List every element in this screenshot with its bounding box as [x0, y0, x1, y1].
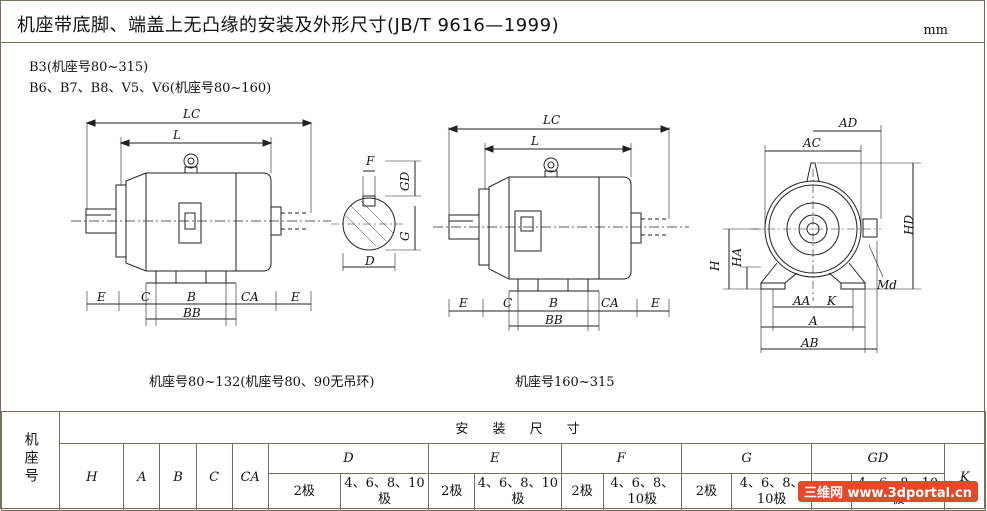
dim-g: G [398, 231, 412, 241]
dim-a: A [808, 314, 818, 328]
dim-gd: GD [398, 171, 412, 191]
right-motor-drawing [433, 125, 689, 331]
dim-e-right-a: E [458, 296, 468, 310]
note-b3: B3(机座号80~315) [29, 60, 149, 75]
right-figure-caption: 机座号160~315 [515, 375, 615, 390]
dim-hd: HD [902, 215, 916, 236]
col-g: G [680, 443, 813, 474]
dim-lc-right: LC [542, 113, 560, 127]
dim-l-left: L [172, 128, 181, 142]
site-watermark: 三维网 www.3dportal.cn [797, 481, 978, 502]
dim-e-left-b: E [290, 290, 300, 304]
dim-b-left: B [186, 290, 196, 304]
dim-b-right: B [548, 296, 558, 310]
col-e: E [428, 443, 562, 474]
e-2pole: 2极 [428, 473, 476, 511]
e-multipole: 4、6、8、10极 [474, 473, 562, 511]
page-title: 机座带底脚、端盖上无凸缘的安装及外形尺寸(JB/T 9616—1999) [17, 15, 560, 36]
right-motor-labels: LC L E C B CA E BB [458, 113, 660, 327]
dim-ab: AB [800, 336, 819, 350]
dim-k: K [826, 294, 837, 308]
col-b: B [159, 443, 197, 511]
dim-e-left-a: E [96, 290, 106, 304]
dim-f: F [365, 154, 375, 168]
end-view-labels: AD AC HD H HA Md AA K A AB [708, 116, 916, 350]
d-multipole: 4、6、8、10极 [339, 473, 430, 511]
dim-ca-left: CA [241, 290, 259, 304]
dim-md: Md [876, 278, 897, 292]
title-bar: 机座带底脚、端盖上无凸缘的安装及外形尺寸(JB/T 9616—1999) mm [1, 1, 984, 43]
left-motor-labels: LC L E C B CA E BB [96, 107, 300, 320]
d-2pole: 2极 [267, 473, 341, 511]
f-multipole: 4、6、8、10极 [602, 473, 682, 511]
dim-bb-left: BB [182, 306, 201, 320]
dim-c-left: C [141, 290, 150, 304]
unit-label: mm [923, 23, 948, 38]
left-motor-drawing [71, 119, 331, 326]
col-a: A [123, 443, 161, 511]
dim-ac: AC [802, 136, 821, 150]
dim-c-right: C [503, 296, 512, 310]
col-ca: CA [231, 443, 269, 511]
note-b6: B6、B7、B8、V5、V6(机座号80~160) [29, 81, 272, 96]
col-gd: GD [811, 443, 945, 474]
dim-h: H [708, 260, 722, 272]
dim-ca-right: CA [601, 296, 619, 310]
frame-no-header: 机座号 [0, 411, 61, 511]
col-c: C [195, 443, 233, 511]
col-f: F [560, 443, 682, 474]
dim-aa: AA [792, 294, 811, 308]
dim-lc-left: LC [182, 107, 200, 121]
dim-bb-right: BB [544, 313, 563, 327]
install-dims-header: 安 装 尺 寸 [59, 411, 986, 444]
shaft-section-drawing [331, 160, 421, 271]
shaft-section-labels: F GD G D [364, 154, 412, 268]
dim-d: D [364, 254, 375, 268]
g-2pole: 2极 [680, 473, 732, 511]
dim-l-right: L [530, 134, 539, 148]
left-figure-caption: 机座号80~132(机座号80、90无吊环) [149, 375, 375, 390]
technical-drawings: LC L E C B CA E BB [71, 107, 921, 353]
end-view-drawing [723, 125, 921, 353]
col-d: D [267, 443, 430, 474]
dim-ad: AD [838, 116, 858, 130]
dim-ha: HA [730, 248, 744, 268]
f-2pole: 2极 [560, 473, 604, 511]
dim-e-right-b: E [650, 296, 660, 310]
col-h: H [59, 443, 125, 511]
